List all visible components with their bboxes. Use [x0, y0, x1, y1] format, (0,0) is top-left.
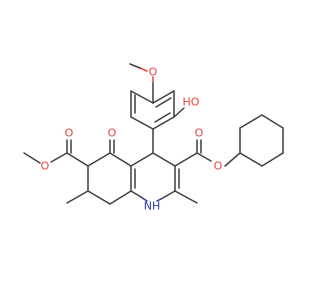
methoxy-group: [129, 63, 154, 104]
methyl-ester: [23, 139, 89, 167]
ester-left-ether-oxygen-label: O: [41, 160, 50, 173]
cyclohexyl-ester: [174, 139, 241, 167]
ester-right-ether-oxygen-label: O: [214, 160, 223, 173]
ketone-oxygen-label: O: [108, 127, 117, 140]
ketone-group: [109, 139, 115, 154]
molecule-structure: O HO O O O O O NH: [23, 63, 284, 213]
hydroxyl-group: [173, 107, 185, 118]
dihydropyridine-ring: [130, 152, 180, 202]
methoxy-oxygen-label: O: [149, 66, 158, 79]
aryl-ring: [130, 90, 175, 130]
hydroxyl-label: HO: [183, 96, 200, 109]
cyclohexanone-ring: [87, 152, 132, 205]
cyclohexyl-ring: [239, 114, 284, 167]
methyl-c2: [174, 190, 198, 204]
ring-nitrogen-label: NH: [144, 200, 161, 213]
ester-right-carbonyl-oxygen-label: O: [195, 127, 204, 140]
ester-left-carbonyl-oxygen-label: O: [65, 127, 74, 140]
methyl-c7: [66, 190, 89, 204]
